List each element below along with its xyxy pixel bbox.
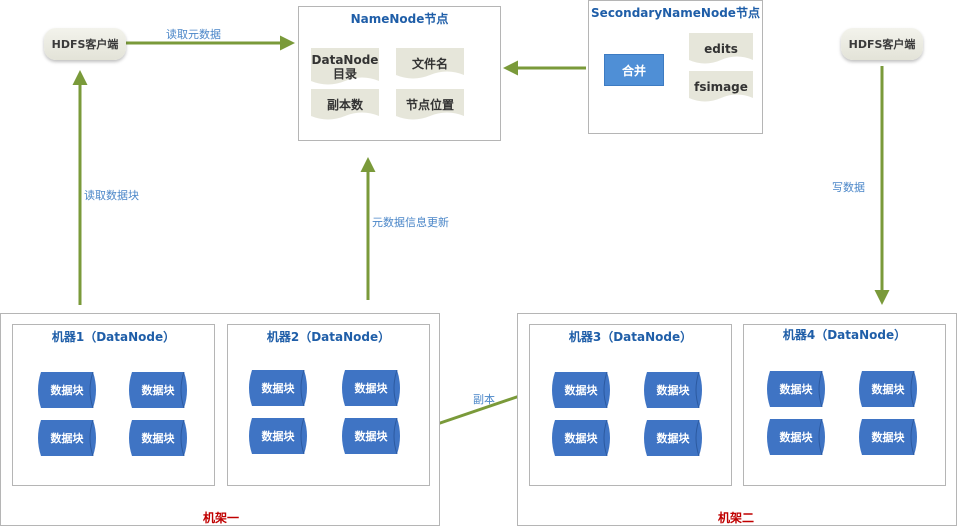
data-block: 数据块 (246, 370, 310, 406)
data-block: 数据块 (641, 420, 705, 456)
machine-2: 机器2（DataNode） 数据块 数据块 数据块 数据块 (227, 324, 430, 486)
namenode-title: NameNode节点 (350, 12, 449, 26)
data-block-label: 数据块 (564, 384, 598, 397)
data-block: 数据块 (549, 372, 613, 408)
data-block: 数据块 (126, 372, 190, 408)
data-block: 数据块 (641, 372, 705, 408)
data-block-label: 数据块 (261, 430, 295, 443)
namenode-item-replicas: 副本数 (311, 89, 379, 121)
data-block: 数据块 (856, 371, 920, 407)
namenode-item-label: 节点位置 (405, 98, 454, 112)
namenode-item-label: 副本数 (326, 98, 363, 112)
machine-title: 机器4（DataNode） (782, 328, 907, 342)
data-block-label: 数据块 (779, 431, 813, 444)
data-block: 数据块 (549, 420, 613, 456)
secondary-namenode-box: SecondaryNameNode节点 合并 edits fsimage (588, 0, 763, 134)
secondary-namenode-title: SecondaryNameNode节点 (591, 6, 760, 20)
merge-box: 合并 (604, 54, 664, 86)
label-replica: 副本 (473, 393, 495, 406)
data-block: 数据块 (126, 420, 190, 456)
rack-1: 机架一 机器1（DataNode） 数据块 数据块 数据块 数据块 机器2（Da… (0, 313, 440, 526)
data-block: 数据块 (764, 371, 828, 407)
machine-4: 机器4（DataNode） 数据块 数据块 数据块 数据块 (743, 324, 946, 486)
data-block: 数据块 (856, 419, 920, 455)
label-read-block: 读取数据块 (84, 189, 139, 202)
rack-2-label: 机架二 (718, 511, 755, 525)
label-write-data: 写数据 (832, 181, 865, 194)
rack-2: 机架二 机器3（DataNode） 数据块 数据块 数据块 数据块 机器4（Da… (517, 313, 957, 526)
namenode-item-datanode-dir: DataNode 目录 (311, 48, 379, 86)
edits-label: edits (704, 42, 738, 56)
data-block-label: 数据块 (564, 432, 598, 445)
label-read-metadata: 读取元数据 (166, 28, 221, 41)
data-block-label: 数据块 (50, 384, 84, 397)
data-block-label: 数据块 (656, 432, 690, 445)
machine-title: 机器3（DataNode） (568, 330, 693, 344)
data-block: 数据块 (339, 370, 403, 406)
fsimage-file: fsimage (689, 71, 753, 103)
machine-1: 机器1（DataNode） 数据块 数据块 数据块 数据块 (12, 324, 215, 486)
namenode-item-node-location: 节点位置 (396, 89, 464, 121)
data-block-label: 数据块 (871, 431, 905, 444)
fsimage-label: fsimage (694, 80, 748, 94)
data-block-label: 数据块 (354, 430, 388, 443)
data-block-label: 数据块 (871, 383, 905, 396)
data-block: 数据块 (764, 419, 828, 455)
data-block: 数据块 (339, 418, 403, 454)
machine-title: 机器1（DataNode） (51, 330, 176, 344)
namenode-box: NameNode节点 DataNode 目录 文件名 副本数 节点位置 (298, 6, 501, 141)
machine-title: 机器2（DataNode） (266, 330, 391, 344)
namenode-item-filename: 文件名 (396, 48, 464, 80)
hdfs-client-right: HDFS客户端 (841, 28, 923, 60)
data-block-label: 数据块 (141, 432, 175, 445)
namenode-item-label: 文件名 (411, 57, 448, 71)
data-block-label: 数据块 (141, 384, 175, 397)
label-metadata-update: 元数据信息更新 (372, 216, 449, 229)
data-block-label: 数据块 (779, 383, 813, 396)
data-block-label: 数据块 (261, 382, 295, 395)
data-block-label: 数据块 (354, 382, 388, 395)
data-block: 数据块 (35, 372, 99, 408)
namenode-item-label: DataNode 目录 (311, 53, 379, 81)
machine-3: 机器3（DataNode） 数据块 数据块 数据块 数据块 (529, 324, 732, 486)
data-block-label: 数据块 (656, 384, 690, 397)
data-block-label: 数据块 (50, 432, 84, 445)
edits-file: edits (689, 33, 753, 65)
rack-1-label: 机架一 (203, 511, 240, 525)
data-block: 数据块 (246, 418, 310, 454)
data-block: 数据块 (35, 420, 99, 456)
hdfs-client-left: HDFS客户端 (44, 28, 126, 60)
